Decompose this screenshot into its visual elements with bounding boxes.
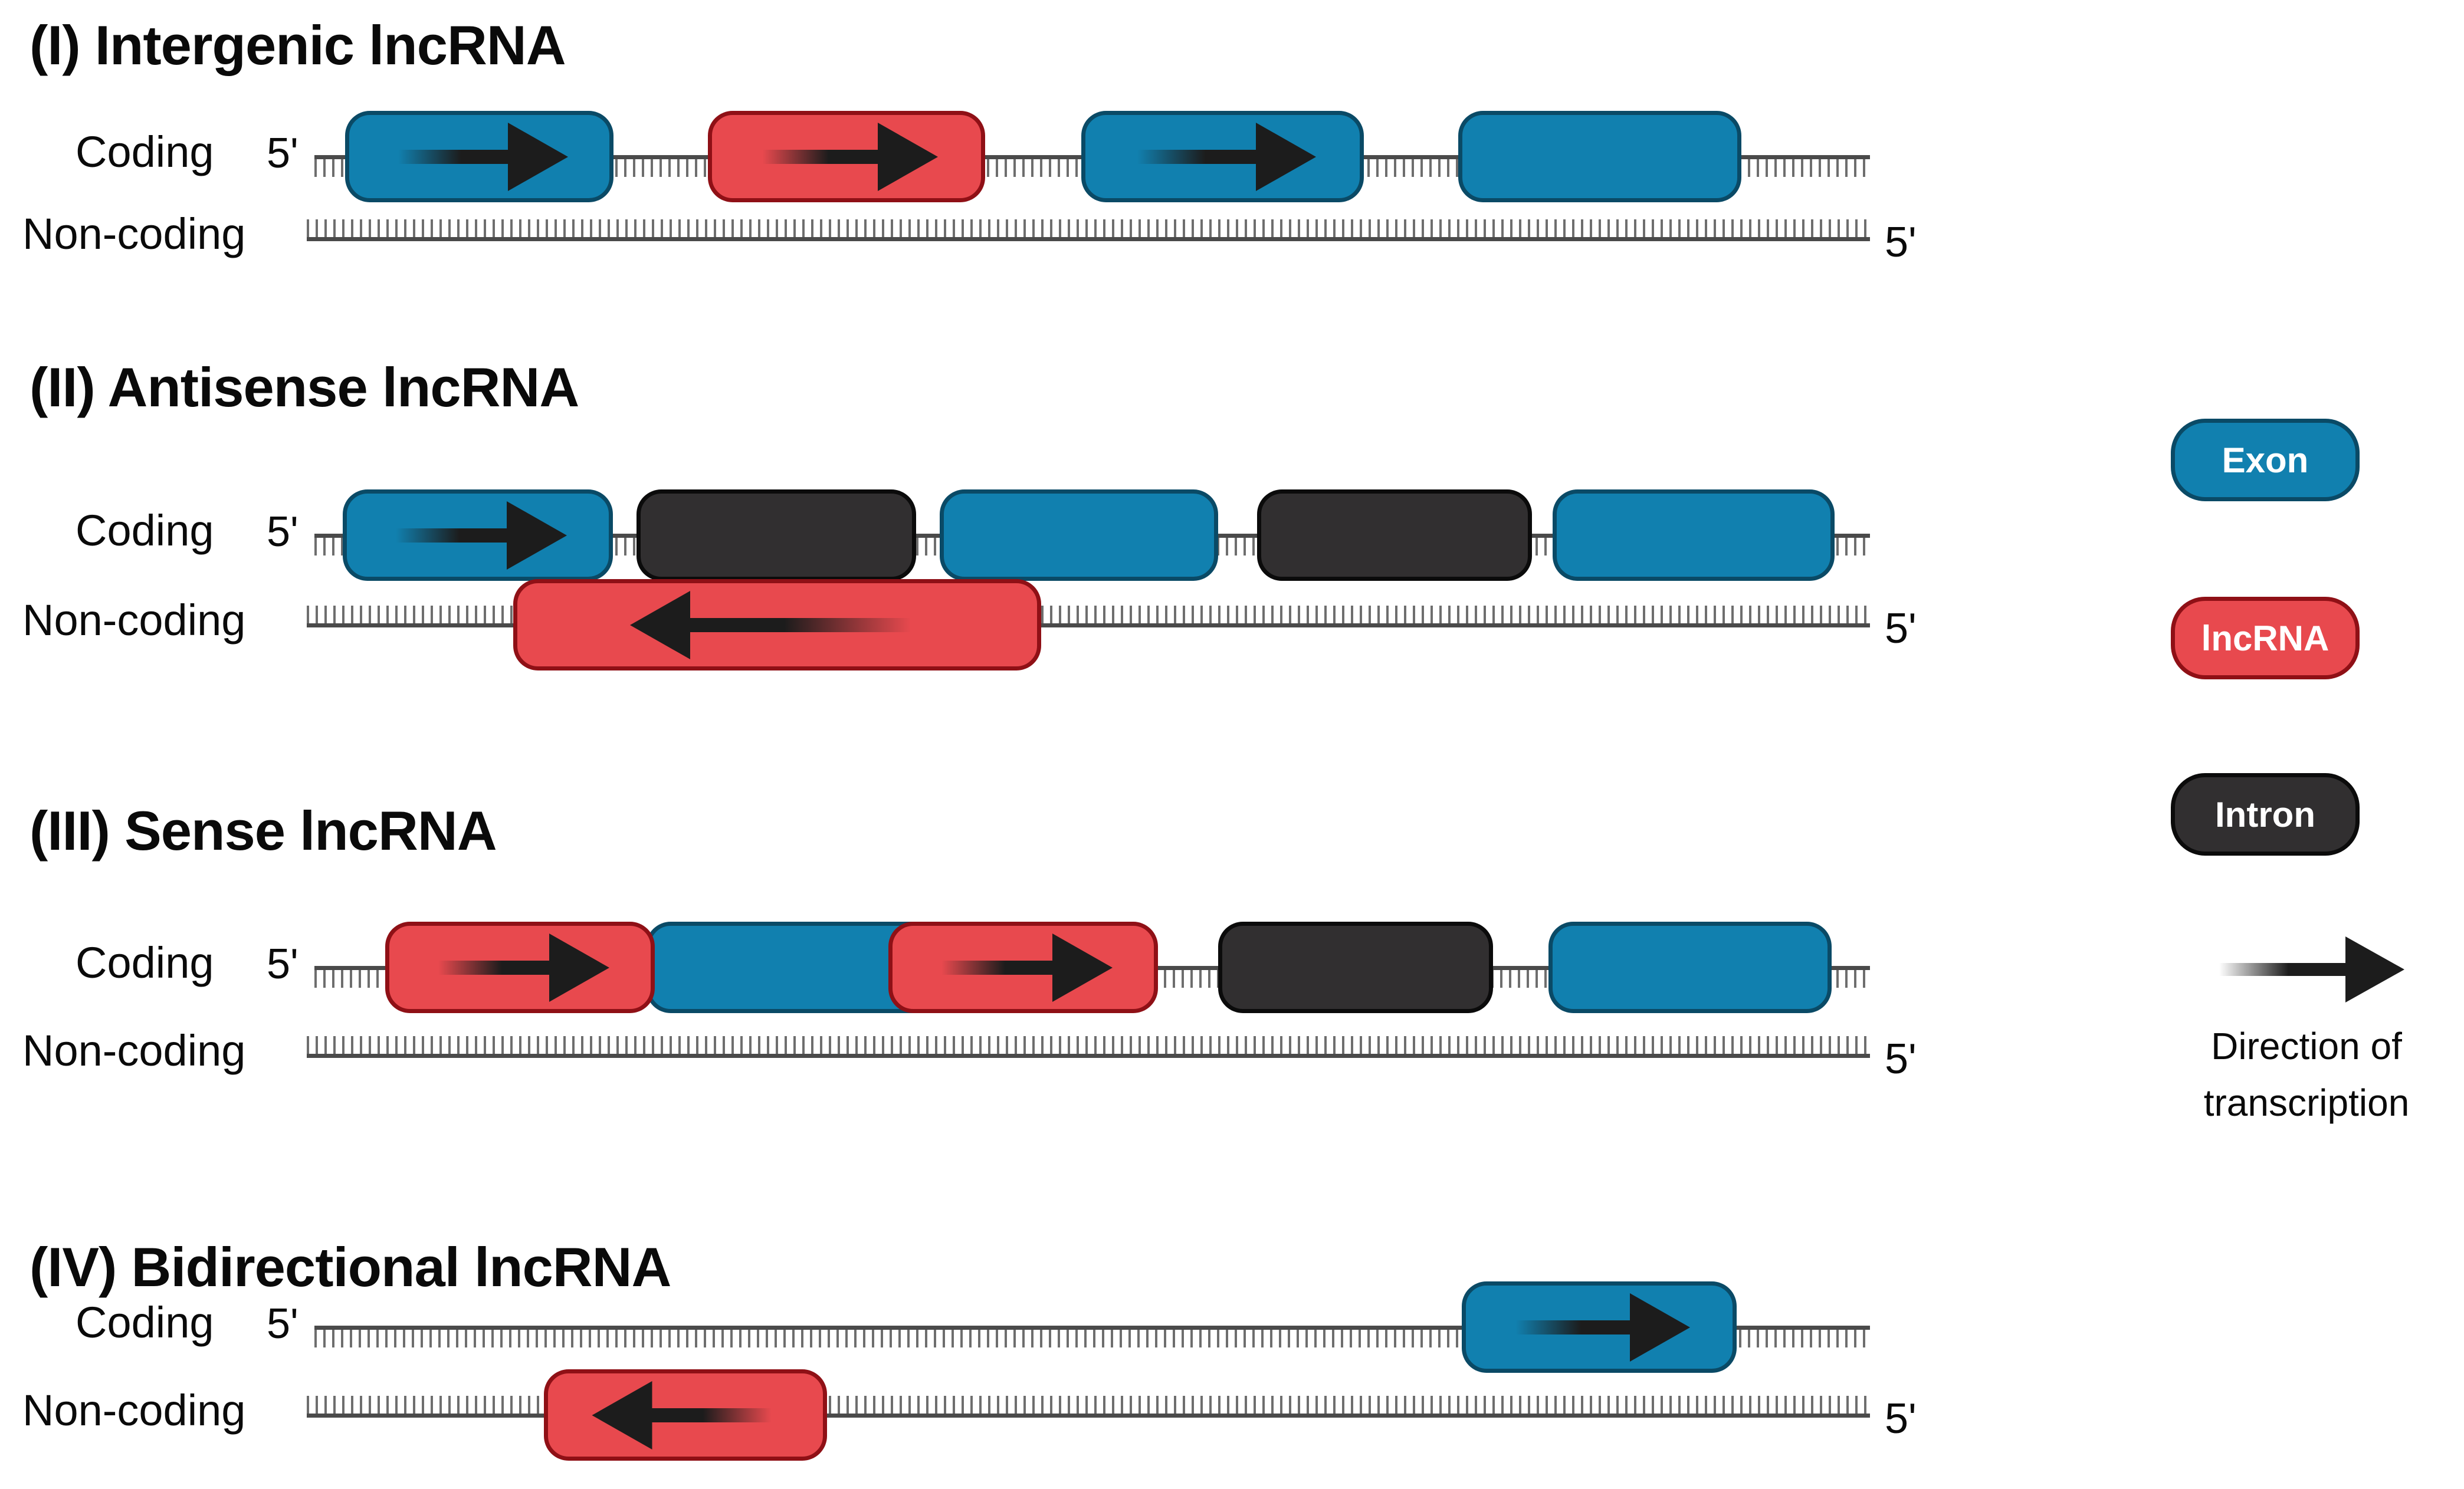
noncoding-row-label: Non-coding bbox=[22, 596, 246, 645]
arrow-shaft bbox=[2219, 963, 2345, 976]
noncoding-strand bbox=[307, 219, 1870, 241]
arrow-shaft bbox=[389, 528, 507, 543]
lncrna-box bbox=[888, 922, 1158, 1013]
direction-caption: Direction of transcription bbox=[2130, 1018, 2464, 1131]
noncoding-row-label: Non-coding bbox=[22, 209, 246, 258]
direction-caption-line1: Direction of bbox=[2211, 1025, 2402, 1067]
exon-box bbox=[345, 111, 613, 202]
arrow-shaft bbox=[1508, 1320, 1630, 1334]
noncoding-strand bbox=[307, 1036, 1870, 1058]
arrow-shaft bbox=[652, 1408, 779, 1422]
arrow-head bbox=[2345, 936, 2404, 1002]
transcription-arrow-icon bbox=[755, 121, 938, 193]
arrow-shaft bbox=[1129, 149, 1256, 164]
transcription-arrow-icon bbox=[431, 932, 609, 1004]
noncoding-row-label: Non-coding bbox=[22, 1386, 246, 1435]
transcription-arrow-icon bbox=[1508, 1291, 1690, 1363]
arrow-head bbox=[549, 933, 609, 1002]
five-prime-noncoding-right: 5' bbox=[1885, 1036, 1917, 1083]
five-prime-noncoding-right: 5' bbox=[1885, 219, 1917, 266]
coding-row-label: Coding bbox=[76, 127, 214, 176]
arrow-shaft bbox=[934, 960, 1052, 975]
intron-box bbox=[636, 489, 916, 581]
arrow-shaft bbox=[391, 149, 508, 164]
strand-line bbox=[307, 1054, 1870, 1058]
arrow-head bbox=[507, 122, 568, 191]
noncoding-strand bbox=[307, 1396, 1870, 1418]
coding-row-label: Coding bbox=[76, 1298, 214, 1347]
transcription-arrow-icon bbox=[391, 121, 568, 193]
arrow-head bbox=[1630, 1293, 1690, 1362]
transcription-arrow-icon bbox=[934, 932, 1113, 1004]
intron-box bbox=[1257, 489, 1532, 581]
strand-line bbox=[307, 623, 1870, 627]
exon-box bbox=[1458, 111, 1741, 202]
transcription-arrow-icon bbox=[629, 589, 925, 661]
exon-box bbox=[940, 489, 1218, 581]
legend-lncrna-label: lncRNA bbox=[2201, 618, 2330, 658]
strand-ticks bbox=[307, 1396, 1870, 1414]
legend-intron-pill: Intron bbox=[2171, 773, 2360, 856]
lncrna-box bbox=[544, 1369, 827, 1461]
legend-exon-pill: Exon bbox=[2171, 419, 2360, 501]
arrow-shaft bbox=[431, 960, 549, 975]
direction-caption-line2: transcription bbox=[2203, 1082, 2410, 1124]
lncrna-box bbox=[385, 922, 655, 1013]
arrow-head bbox=[878, 122, 938, 191]
lncrna-box bbox=[513, 579, 1041, 670]
transcription-arrow-icon bbox=[389, 499, 567, 571]
arrow-shaft bbox=[755, 149, 878, 164]
arrow-head bbox=[1255, 122, 1316, 191]
arrow-head bbox=[592, 1380, 652, 1449]
five-prime-coding-left: 5' bbox=[267, 508, 298, 556]
strand-line bbox=[307, 1414, 1870, 1418]
legend-intron-label: Intron bbox=[2215, 794, 2315, 834]
arrow-head bbox=[507, 501, 567, 570]
noncoding-row-label: Non-coding bbox=[22, 1026, 246, 1075]
section-IV-title: (IV) Bidirectional lncRNA bbox=[29, 1236, 671, 1298]
exon-box bbox=[1462, 1281, 1737, 1373]
exon-box bbox=[343, 489, 613, 581]
direction-of-transcription-arrow-icon bbox=[2219, 933, 2404, 1005]
five-prime-coding-left: 5' bbox=[267, 1300, 298, 1347]
transcription-arrow-icon bbox=[1129, 121, 1316, 193]
intron-box bbox=[1218, 922, 1493, 1013]
arrow-head bbox=[629, 590, 690, 659]
coding-row-label: Coding bbox=[76, 506, 214, 555]
arrow-head bbox=[1052, 933, 1113, 1002]
section-III-title: (III) Sense lncRNA bbox=[29, 800, 497, 862]
five-prime-noncoding-right: 5' bbox=[1885, 605, 1917, 652]
five-prime-noncoding-right: 5' bbox=[1885, 1395, 1917, 1442]
five-prime-coding-left: 5' bbox=[267, 130, 298, 177]
legend-lncrna-pill: lncRNA bbox=[2171, 597, 2360, 679]
exon-box bbox=[1548, 922, 1832, 1013]
legend-exon-label: Exon bbox=[2222, 440, 2309, 480]
strand-ticks bbox=[307, 219, 1870, 237]
section-II-title: (II) Antisense lncRNA bbox=[29, 356, 579, 418]
coding-row-label: Coding bbox=[76, 938, 214, 987]
five-prime-coding-left: 5' bbox=[267, 941, 298, 988]
strand-line bbox=[314, 1326, 1870, 1330]
strand-ticks bbox=[307, 1036, 1870, 1054]
arrow-shaft bbox=[690, 617, 925, 632]
strand-line bbox=[307, 237, 1870, 241]
exon-box bbox=[1553, 489, 1835, 581]
transcription-arrow-icon bbox=[592, 1379, 779, 1451]
exon-box bbox=[1081, 111, 1364, 202]
section-I-title: (I) Intergenic lncRNA bbox=[29, 14, 566, 76]
lncrna-box bbox=[708, 111, 985, 202]
